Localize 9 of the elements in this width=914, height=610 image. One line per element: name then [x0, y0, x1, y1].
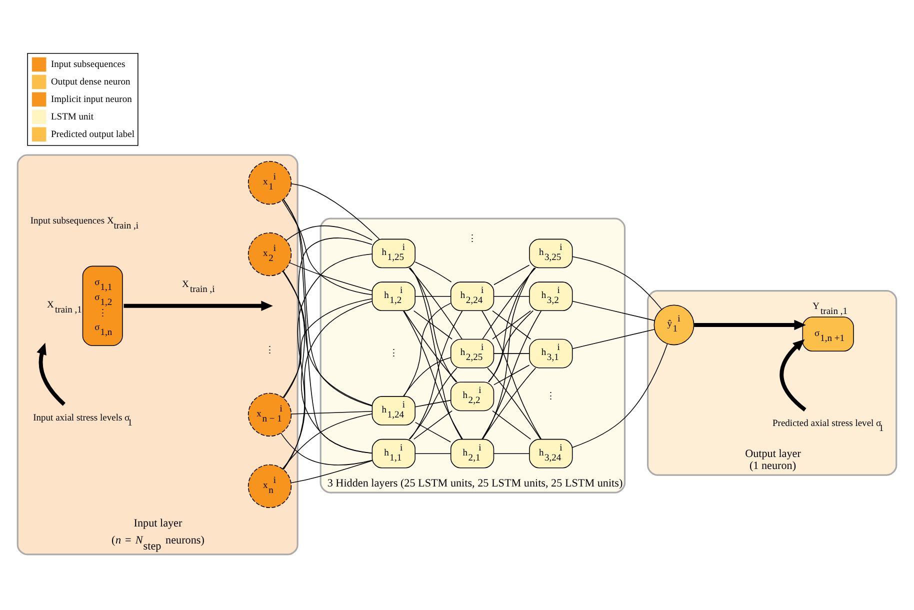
legend-label: Input subsequences — [50, 59, 126, 70]
legend-label: LSTM unit — [50, 112, 94, 122]
legend-label: Output dense neuron — [50, 76, 130, 87]
label: ⋮ — [388, 348, 399, 359]
legend-label: Implicit input neuron — [50, 94, 132, 104]
legend-label: Predicted output label — [50, 129, 134, 140]
label: ⋮ — [546, 391, 556, 402]
label: ⋮ — [468, 234, 478, 244]
label: ⋮ — [265, 345, 276, 356]
